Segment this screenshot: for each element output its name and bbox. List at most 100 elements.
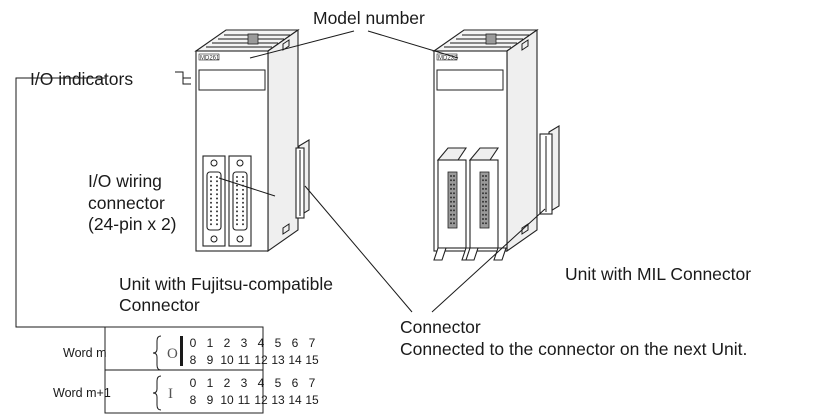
connector-pin: [236, 214, 238, 217]
connector-pin: [242, 197, 244, 200]
connector-pin: [453, 196, 455, 199]
connector-pin: [242, 223, 244, 226]
connector-pin: [242, 176, 244, 178]
connector-pin: [453, 179, 455, 182]
connector-pin: [453, 209, 455, 212]
svg-text:3: 3: [241, 336, 248, 350]
connector-pin: [216, 180, 218, 183]
svg-text:1: 1: [207, 376, 214, 390]
connector-pin: [236, 184, 238, 187]
svg-text:14: 14: [288, 353, 302, 367]
mil-unit-label: Unit with MIL Connector: [565, 264, 751, 284]
connector-pin: [236, 201, 238, 204]
connector-pin: [216, 206, 218, 209]
connector-pin: [485, 213, 487, 216]
svg-text:14: 14: [288, 393, 302, 407]
connector-pin: [236, 176, 238, 178]
connector-description: Connected to the connector on the next U…: [400, 339, 747, 359]
word-m1-bits-bottom: 8 9 10 11 12 13 14 15: [190, 393, 319, 407]
connector-pin: [453, 218, 455, 220]
right-model-number: MD232: [438, 56, 458, 62]
connector-pin: [453, 200, 455, 203]
svg-text:8: 8: [190, 393, 197, 407]
left-model-number: MD261: [200, 56, 220, 62]
connector-pin: [210, 193, 212, 196]
io-indicators-label: I/O indicators: [30, 69, 133, 89]
connector-pin: [485, 179, 487, 182]
connector-pin: [242, 214, 244, 217]
left-side-connector: [295, 139, 310, 219]
connector-pin: [236, 210, 238, 213]
connector-pin: [210, 219, 212, 221]
svg-text:5: 5: [275, 376, 282, 390]
right-mil-connectors: [433, 147, 507, 261]
word-m1-bits-top: 0 1 2 3 4 5 6 7: [190, 376, 316, 390]
io-wiring-label-2: connector: [88, 193, 165, 213]
connector-pin: [482, 200, 484, 203]
svg-text:9: 9: [207, 393, 214, 407]
connector-pin: [236, 206, 238, 209]
connector-pin: [210, 206, 212, 209]
indicator-bar-m: [180, 336, 183, 366]
connector-pin: [482, 175, 484, 177]
connector-pin: [485, 218, 487, 220]
connector-pin: [485, 192, 487, 195]
mil-unit: MD232: [432, 28, 560, 261]
connector-pin: [453, 205, 455, 208]
svg-text:0: 0: [190, 336, 197, 350]
connector-pin: [482, 187, 484, 190]
connector-pin: [482, 183, 484, 186]
word-m-bits-bottom: 8 9 10 11 12 13 14 15: [190, 353, 319, 367]
svg-text:3: 3: [241, 376, 248, 390]
svg-text:7: 7: [309, 376, 316, 390]
svg-text:12: 12: [254, 353, 268, 367]
connector-pin: [242, 180, 244, 183]
svg-text:10: 10: [220, 393, 234, 407]
connector-pin: [450, 205, 452, 208]
connector-pin: [236, 219, 238, 221]
svg-text:15: 15: [305, 353, 319, 367]
right-side-connector: [539, 125, 560, 215]
connector-pin: [216, 193, 218, 196]
model-number-label: Model number: [313, 8, 425, 28]
svg-text:2: 2: [224, 376, 231, 390]
connector-pin: [210, 188, 212, 191]
word-m-label: Word m: [63, 346, 107, 360]
callout-lines: [15, 30, 546, 328]
connector-pin: [453, 222, 455, 225]
connector-pin: [485, 196, 487, 199]
svg-text:13: 13: [271, 353, 285, 367]
connector-pin: [453, 192, 455, 195]
svg-text:6: 6: [292, 376, 299, 390]
connector-pin: [236, 188, 238, 191]
connector-pin: [242, 201, 244, 204]
svg-text:0: 0: [190, 376, 197, 390]
connector-pin: [236, 180, 238, 183]
input-symbol: I: [168, 386, 173, 402]
connector-pin: [450, 192, 452, 195]
connector-pin: [242, 206, 244, 209]
connector-pin: [482, 192, 484, 195]
connector-pin: [210, 223, 212, 226]
connector-pin: [450, 187, 452, 190]
svg-text:6: 6: [292, 336, 299, 350]
right-indicator-window: [436, 69, 504, 91]
connector-pin: [485, 209, 487, 212]
connector-pin: [453, 213, 455, 216]
fujitsu-unit: MD261: [194, 28, 310, 253]
connector-pin: [450, 222, 452, 225]
connector-pin: [216, 197, 218, 200]
connector-pin: [210, 184, 212, 187]
connector-pin: [216, 210, 218, 213]
connector-label: Connector: [400, 317, 481, 337]
connector-pin: [485, 175, 487, 177]
connector-pin: [210, 197, 212, 200]
svg-text:7: 7: [309, 336, 316, 350]
word-m1-label: Word m+1: [53, 386, 111, 400]
io-wiring-label-3: (24-pin x 2): [88, 214, 177, 234]
connector-pin: [482, 218, 484, 220]
connector-pin: [485, 205, 487, 208]
connector-pin: [450, 218, 452, 220]
connector-pin: [242, 193, 244, 196]
